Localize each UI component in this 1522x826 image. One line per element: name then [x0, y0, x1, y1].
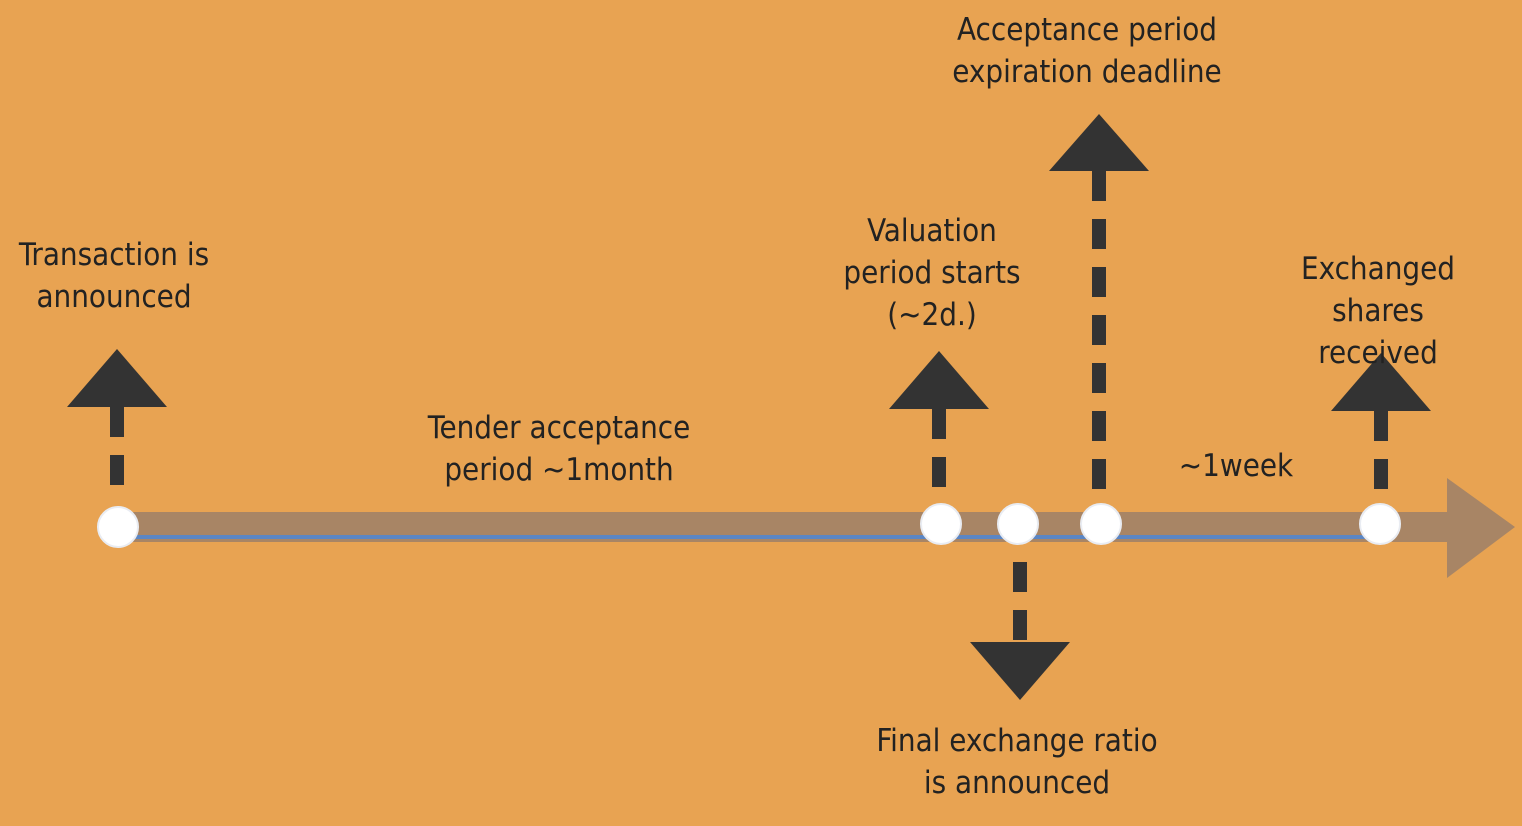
tender-period-label: Tender acceptance period ~1month	[427, 410, 691, 488]
expiration-marker	[1080, 503, 1122, 545]
final-ratio-label: Final exchange ratio is announced	[876, 723, 1158, 801]
final-ratio-pointer-arrow	[970, 562, 1070, 700]
announced-label: Transaction is announced	[18, 237, 210, 315]
announced-marker	[97, 506, 139, 548]
valuation-label: Valuation period starts (~2d.)	[843, 213, 1021, 333]
timeline-arrow	[118, 478, 1515, 578]
final-ratio-marker	[997, 503, 1039, 545]
week-span-label: ~1week	[1178, 448, 1294, 484]
shares-received-label: Exchanged shares received	[1301, 251, 1455, 371]
announced-pointer-arrow	[67, 349, 167, 490]
expiration-label: Acceptance period expiration deadline	[952, 12, 1222, 90]
valuation-marker	[920, 503, 962, 545]
expiration-pointer-arrow	[1049, 114, 1149, 495]
shares-received-marker	[1359, 503, 1401, 545]
shares-received-pointer-arrow	[1331, 353, 1431, 492]
valuation-pointer-arrow	[889, 351, 989, 490]
